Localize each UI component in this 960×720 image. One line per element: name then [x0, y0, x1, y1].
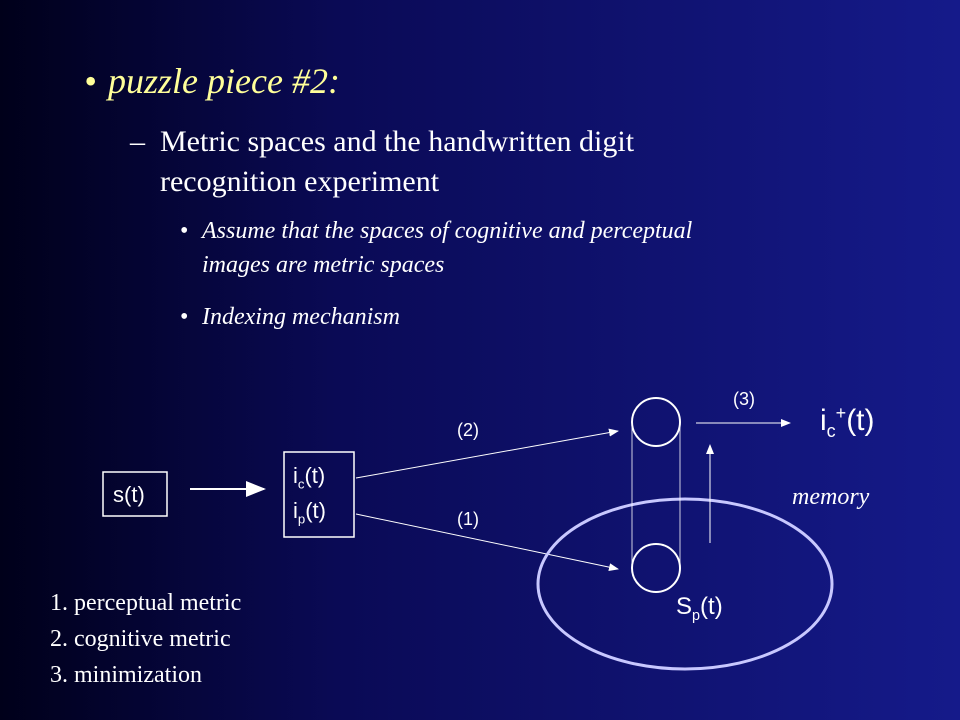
- metric-item-2: 2. cognitive metric: [50, 626, 231, 652]
- slide-bullet-title: • puzzle piece #2:: [84, 60, 340, 102]
- metrics-list: 1. perceptual metric 2. cognitive metric…: [50, 585, 241, 693]
- image-perceptual-label: ip(t): [293, 498, 326, 527]
- point-1-line-2: images are metric spaces: [202, 252, 445, 278]
- bullet-marker: •: [84, 61, 97, 101]
- image-cognitive-label: ic(t): [293, 463, 326, 492]
- step-2-label: (2): [457, 420, 479, 440]
- point-marker: •: [180, 304, 189, 330]
- bullet-title-text: puzzle piece #2:: [108, 61, 340, 101]
- point-metric-spaces: • Assume that the spaces of cognitive and…: [180, 214, 692, 282]
- metric-item-3: 3. minimization: [50, 662, 202, 688]
- sub-bullet: –Metric spaces and the handwritten digit…: [130, 122, 634, 202]
- point-2-line-1: Indexing mechanism: [202, 304, 400, 330]
- sub-bullet-line-2: recognition experiment: [160, 165, 440, 198]
- perceptual-node: [631, 543, 681, 593]
- perceptual-set-label: Sp(t): [676, 593, 723, 624]
- result-label: ic+(t): [820, 403, 875, 441]
- signal-label: s(t): [113, 482, 145, 507]
- signal-box: [102, 471, 168, 517]
- point-1-line-1: Assume that the spaces of cognitive and …: [202, 218, 693, 244]
- arrow-2: [355, 428, 619, 479]
- arrow-1: [355, 513, 619, 572]
- dash-marker: –: [130, 125, 145, 158]
- cognitive-node: [631, 397, 681, 447]
- step-3-label: (3): [733, 389, 755, 409]
- point-marker: •: [180, 218, 189, 244]
- image-box: [283, 451, 355, 538]
- sub-bullet-line-1: Metric spaces and the handwritten digit: [160, 125, 635, 158]
- point-indexing: • Indexing mechanism: [180, 300, 400, 334]
- memory-label: memory: [792, 484, 870, 510]
- step-1-label: (1): [457, 509, 479, 529]
- memory-ellipse: [536, 497, 834, 671]
- metric-item-1: 1. perceptual metric: [50, 590, 242, 616]
